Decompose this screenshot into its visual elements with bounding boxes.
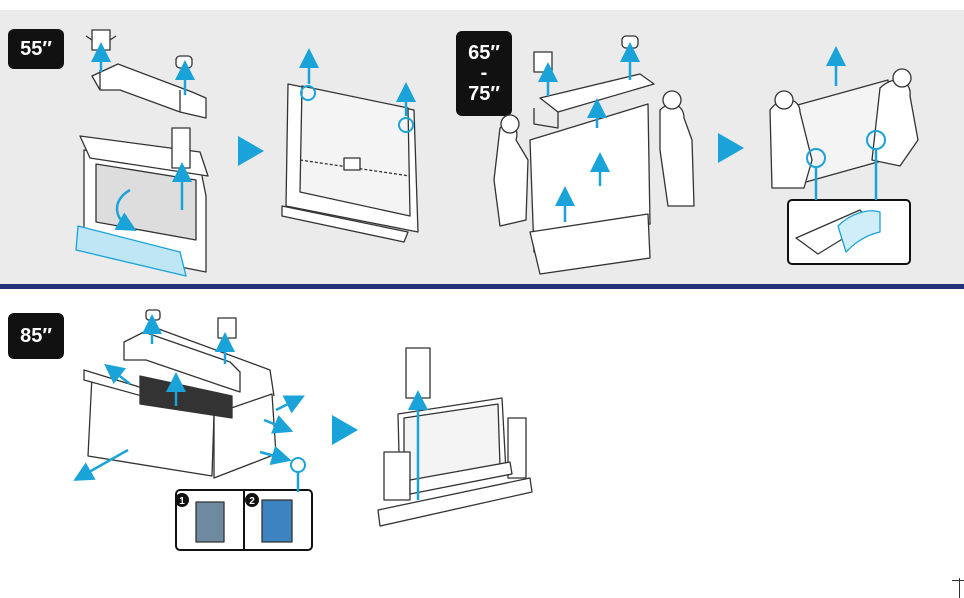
next-step-arrow-icon [238,136,264,166]
step-number-1: 1 [179,496,185,507]
size-badge-65-75: 65″ - 75″ [456,31,512,116]
next-step-arrow-icon [332,415,358,445]
size-badge-55: 55″ [8,29,64,69]
size-label-65: 65″ [468,41,500,64]
next-step-arrow-icon [718,133,744,163]
size-label-separator: - [480,62,488,85]
section-divider [0,284,964,289]
illustration-65-75-open-box [493,35,695,275]
crop-mark [952,580,964,581]
size-label-75: 75″ [468,82,500,105]
illustration-85-lift-tv [377,347,533,527]
crop-mark [959,578,960,598]
illustration-55-lift-tv [281,83,419,243]
size-label-85: 85″ [20,324,52,347]
size-label-55: 55″ [20,37,52,60]
step-number-2: 2 [249,496,255,507]
illustration-85-open-box [83,309,313,551]
illustration-55-open-box [75,29,209,277]
illustration-65-75-lift-tv [769,68,919,265]
size-badge-85: 85″ [8,313,64,359]
